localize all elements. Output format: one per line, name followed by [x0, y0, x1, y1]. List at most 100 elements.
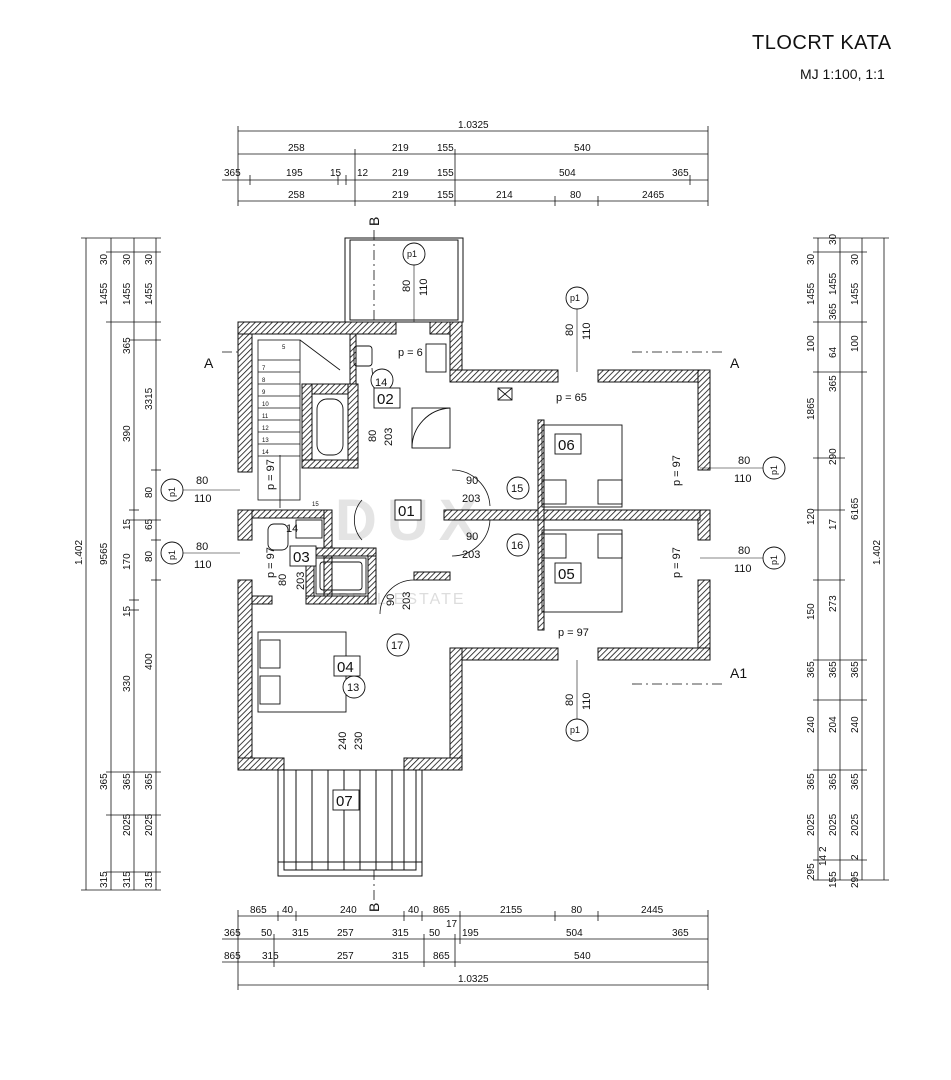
- dim-label: 315: [392, 928, 409, 939]
- section-mark-a-right: A: [730, 355, 740, 371]
- dim-label: 15: [330, 168, 342, 179]
- interior-walls: [251, 333, 701, 631]
- svg-text:80: 80: [564, 694, 576, 706]
- dim-label: 64: [828, 346, 839, 358]
- bed-05: [541, 529, 623, 613]
- svg-text:240: 240: [337, 732, 349, 750]
- drawing-title: TLOCRT KATA: [752, 32, 892, 54]
- parapet: p = 97: [671, 547, 683, 578]
- dim-label: 257: [337, 928, 354, 939]
- svg-text:110: 110: [581, 322, 593, 340]
- dim-label: 2025: [806, 813, 817, 836]
- dim-label: 219: [392, 190, 409, 201]
- dim-label: 15: [122, 605, 133, 617]
- svg-text:80: 80: [564, 324, 576, 336]
- stair-step: 13: [262, 438, 269, 444]
- top-dimension-labels: 1.0325 258 219 155 540 365 195 15 12 219…: [224, 120, 689, 201]
- dim-label: 195: [286, 168, 303, 179]
- bottom-dimension-labels: 865 40 240 40 865 2155 80 2445 17 365 50…: [224, 905, 689, 985]
- dim-label: 365: [144, 773, 155, 790]
- svg-text:110: 110: [734, 473, 752, 485]
- dim-label: 80: [571, 905, 583, 916]
- dim-label: 295: [850, 871, 861, 888]
- dim-label: 2445: [641, 905, 664, 916]
- stair-step: 10: [262, 402, 269, 408]
- svg-text:110: 110: [581, 692, 593, 710]
- room-07: 07: [336, 793, 353, 810]
- dim-label: 195: [462, 928, 479, 939]
- drawing-scale: MJ 1:100, 1:1: [800, 66, 885, 82]
- dim-label: 1.0325: [458, 974, 489, 985]
- dim-label: 1.402: [872, 540, 883, 565]
- dim-label: 40: [408, 905, 420, 916]
- section-mark-b-bottom: B: [366, 903, 382, 912]
- dim-label: 15: [122, 518, 133, 530]
- svg-text:80: 80: [196, 475, 208, 487]
- balcony-top: [344, 237, 464, 323]
- section-mark-b-top: B: [366, 217, 382, 226]
- right-dimensions: [813, 237, 889, 881]
- bath-03-fixtures: [267, 519, 367, 595]
- chimney: [497, 387, 513, 401]
- dim-label: 400: [144, 653, 155, 670]
- dim-label: 2155: [500, 905, 523, 916]
- dim-label: 365: [828, 303, 839, 320]
- room-label-boxes: [289, 387, 582, 811]
- dim-label: 2465: [642, 190, 665, 201]
- terrace-bottom: [277, 769, 423, 877]
- dim-label: 2: [818, 846, 829, 852]
- dim-label: 240: [806, 716, 817, 733]
- top-dimension-ticks: [237, 126, 709, 206]
- parapet: p = 97: [265, 547, 277, 578]
- dim-label: 1865: [806, 397, 817, 420]
- dim-label: 365: [672, 928, 689, 939]
- dim-label: 315: [144, 871, 155, 888]
- dim-label: 865: [433, 905, 450, 916]
- window-tag: p1: [167, 550, 177, 560]
- dim-label: 1.402: [74, 540, 85, 565]
- svg-text:203: 203: [383, 428, 395, 446]
- dim-label: 273: [828, 595, 839, 612]
- dim-label: 204: [828, 716, 839, 733]
- dim-label: 30: [850, 253, 861, 265]
- parapet: p = 6: [398, 347, 423, 359]
- svg-text:80: 80: [367, 430, 379, 442]
- staircase: [257, 339, 341, 508]
- svg-text:110: 110: [194, 493, 212, 505]
- svg-text:203: 203: [295, 572, 307, 590]
- bed-06: [541, 424, 623, 508]
- dim-label: 80: [570, 190, 582, 201]
- shower-02: [411, 407, 451, 449]
- window-tag: p1: [167, 487, 177, 497]
- dim-label: 365: [224, 928, 241, 939]
- dim-label: 120: [806, 508, 817, 525]
- door-numbers: 14 14 15 16 17 13: [286, 377, 523, 694]
- stair-step: 5: [282, 345, 286, 351]
- room-04: 04: [337, 659, 354, 676]
- dim-label: 30: [144, 253, 155, 265]
- section-lines: [222, 230, 724, 900]
- dim-label: 240: [850, 716, 861, 733]
- window-tag: p1: [769, 555, 779, 565]
- dim-label: 315: [262, 951, 279, 962]
- stair-step: 15: [312, 502, 319, 508]
- dim-label: 170: [122, 553, 133, 570]
- dim-label: 365: [828, 773, 839, 790]
- dim-label: 258: [288, 143, 305, 154]
- dim-label: 504: [559, 168, 576, 179]
- dim-label: 540: [574, 143, 591, 154]
- dim-label: 365: [672, 168, 689, 179]
- dim-label: 865: [433, 951, 450, 962]
- door-number: 14: [375, 377, 387, 389]
- svg-text:110: 110: [418, 278, 430, 296]
- stair-step: 8: [262, 378, 266, 384]
- dim-label: 390: [122, 425, 133, 442]
- dim-label: 365: [806, 661, 817, 678]
- opening-dimensions: 80 110 80 110 80 110 80 110 80 110 80 11…: [194, 278, 752, 750]
- dim-label: 315: [99, 871, 110, 888]
- dim-label: 315: [292, 928, 309, 939]
- svg-text:203: 203: [462, 549, 480, 561]
- section-markers: A A A1 B B: [204, 217, 747, 912]
- dim-label: 155: [828, 871, 839, 888]
